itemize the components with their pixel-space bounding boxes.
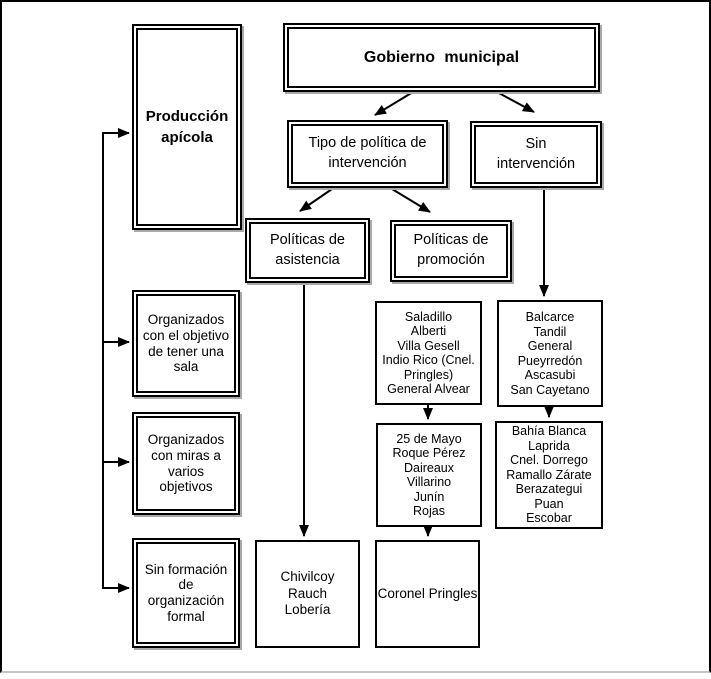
- node-politicas-asistencia: Políticas de asistencia: [245, 218, 370, 283]
- node-organizados-varios: Organizados con miras a varios objetivos: [132, 412, 240, 515]
- node-sin-formacion: Sin formación de organización formal: [132, 538, 240, 648]
- node-municipios-promocion-3: Coronel Pringles: [375, 540, 480, 648]
- node-organizados-sala: Organizados con el objetivo de tener una…: [132, 290, 240, 397]
- node-municipios-sin-intervencion-1: Balcarce Tandil General Pueyrredón Ascas…: [497, 300, 603, 407]
- node-municipios-promocion-1: Saladillo Alberti Villa Gesell Indio Ric…: [375, 301, 482, 405]
- node-municipios-asistencia: Chivilcoy Rauch Lobería: [255, 540, 360, 648]
- node-gobierno-municipal: Gobierno municipal: [283, 23, 600, 92]
- node-produccion-apicola: Producción apícola: [132, 24, 242, 230]
- node-municipios-promocion-2: 25 de Mayo Roque Pérez Daireaux Villarin…: [376, 423, 482, 527]
- node-municipios-sin-intervencion-2: Bahía Blanca Laprida Cnel. Dorrego Ramal…: [495, 421, 603, 529]
- node-politicas-promocion: Políticas de promoción: [390, 220, 512, 282]
- node-sin-intervencion: Sin intervención: [470, 121, 602, 188]
- node-tipo-de-politica: Tipo de política de intervención: [287, 120, 448, 188]
